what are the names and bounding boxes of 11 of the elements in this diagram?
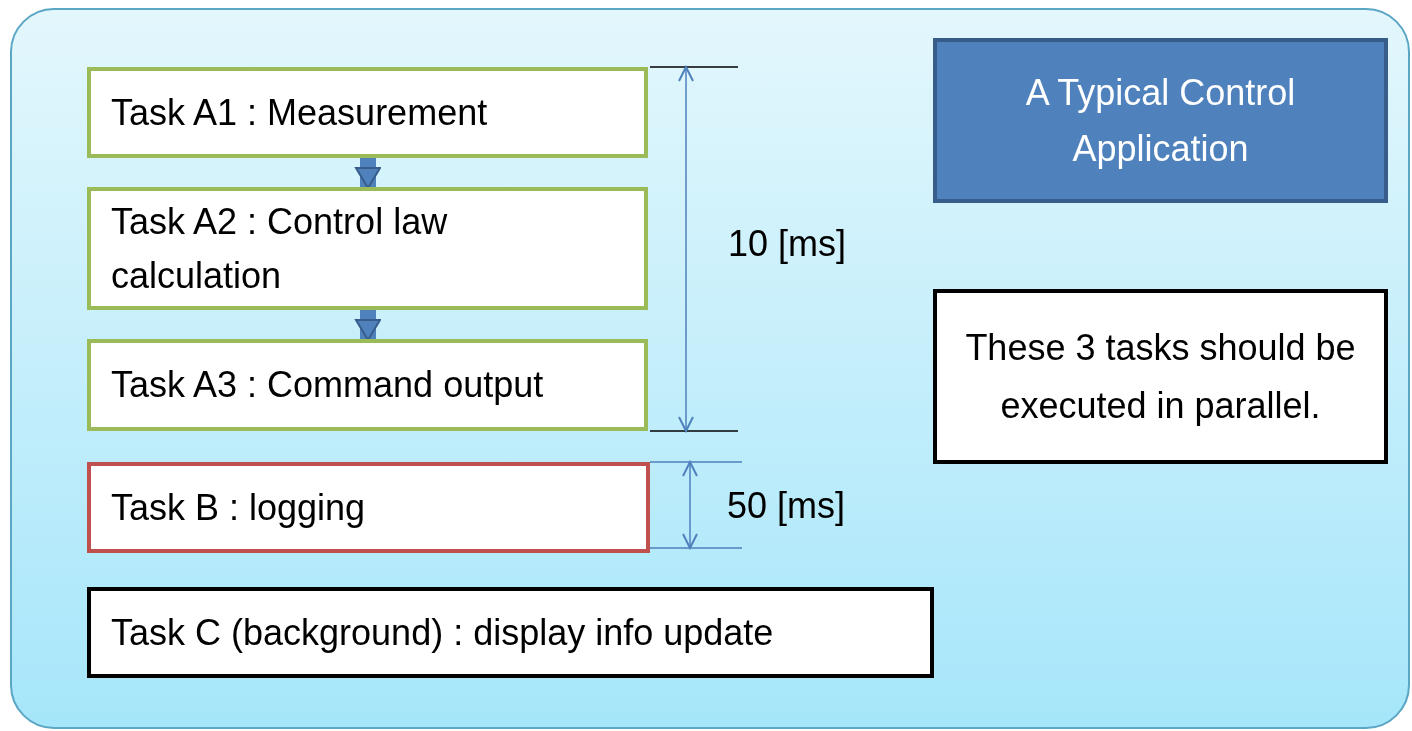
dimension-label: 50 [ms]	[727, 488, 846, 524]
task-box: Task A3 : Command output	[87, 339, 648, 431]
arrow	[355, 158, 381, 189]
task-box: Task A2 : Control law calculation	[87, 187, 648, 310]
task-box: Task C (background) : display info update	[87, 587, 934, 678]
task-box: Task A1 : Measurement	[87, 67, 648, 158]
task-box: Task B : logging	[87, 462, 650, 553]
title-box: A Typical Control Application	[933, 38, 1388, 203]
note-box: These 3 tasks should be executed in parallel.	[933, 289, 1388, 464]
dimension-label: 10 [ms]	[728, 226, 847, 262]
arrow	[355, 310, 381, 341]
